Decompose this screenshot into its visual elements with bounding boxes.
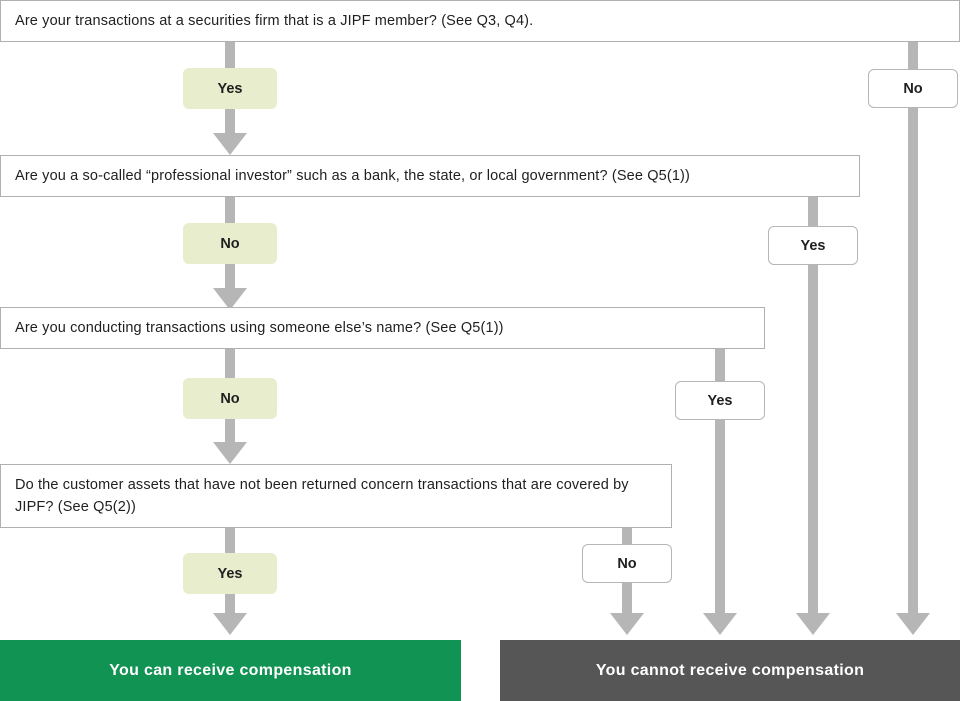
question-box-assets-covered[interactable]: Do the customer assets that have not bee… <box>0 464 672 528</box>
arrowhead-to-question-3 <box>213 288 247 310</box>
connector-stem-side-q4-lower <box>622 583 632 615</box>
branch-label-no-question-3[interactable]: No <box>183 378 277 419</box>
branch-label-text: Yes <box>707 392 733 409</box>
connector-stem-side-q2-upper <box>808 197 818 227</box>
connector-stem-main-1 <box>225 42 235 78</box>
branch-label-no-question-2[interactable]: No <box>183 223 277 264</box>
branch-label-text: No <box>617 555 637 572</box>
question-text: Are your transactions at a securities fi… <box>15 13 534 29</box>
arrowhead-side-q3-to-negative <box>703 613 737 635</box>
question-box-someone-elses-name[interactable]: Are you conducting transactions using so… <box>0 307 765 349</box>
connector-stem-side-q3-upper <box>715 349 725 382</box>
result-label: You cannot receive compensation <box>595 661 865 679</box>
arrowhead-side-q2-to-negative <box>796 613 830 635</box>
branch-label-yes-question-1[interactable]: Yes <box>183 68 277 109</box>
result-label: You can receive compensation <box>109 661 352 679</box>
branch-label-no-side-question-1[interactable]: No <box>868 69 958 108</box>
arrowhead-to-question-4 <box>213 442 247 464</box>
question-box-professional-investor[interactable]: Are you a so-called “professional invest… <box>0 155 860 197</box>
question-text: Do the customer assets that have not bee… <box>15 477 629 515</box>
connector-stem-side-q2-lower <box>808 265 818 615</box>
connector-stem-main-2 <box>225 108 235 138</box>
branch-label-yes-question-4[interactable]: Yes <box>183 553 277 594</box>
connector-stem-side-q4-upper <box>622 528 632 544</box>
connector-stem-main-4 <box>225 263 235 293</box>
question-text: Are you conducting transactions using so… <box>15 320 504 336</box>
connector-stem-main-6 <box>225 418 235 446</box>
connector-stem-main-8 <box>225 593 235 615</box>
connector-stem-main-5 <box>225 349 235 381</box>
question-box-jipf-member[interactable]: Are your transactions at a securities fi… <box>0 0 960 42</box>
result-bar-cannot-receive-compensation: You cannot receive compensation <box>500 640 960 701</box>
arrowhead-to-question-2 <box>213 133 247 155</box>
branch-label-yes-side-question-2[interactable]: Yes <box>768 226 858 265</box>
branch-label-text: No <box>220 390 240 407</box>
arrowhead-side-q4-to-negative <box>610 613 644 635</box>
arrowhead-to-result-positive <box>213 613 247 635</box>
arrowhead-side-q1-to-negative <box>896 613 930 635</box>
connector-stem-side-q3-lower <box>715 420 725 615</box>
branch-label-text: Yes <box>217 80 243 97</box>
connector-stem-side-q1-upper <box>908 42 918 70</box>
branch-label-text: No <box>903 80 923 97</box>
connector-stem-side-q1-lower <box>908 107 918 615</box>
branch-label-text: Yes <box>217 565 243 582</box>
branch-label-text: No <box>220 235 240 252</box>
branch-label-text: Yes <box>800 237 826 254</box>
branch-label-yes-side-question-3[interactable]: Yes <box>675 381 765 420</box>
result-bar-can-receive-compensation: You can receive compensation <box>0 640 461 701</box>
question-text: Are you a so-called “professional invest… <box>15 168 691 184</box>
connector-stem-main-7 <box>225 528 235 556</box>
connector-stem-main-3 <box>225 197 235 233</box>
branch-label-no-side-question-4[interactable]: No <box>582 544 672 583</box>
